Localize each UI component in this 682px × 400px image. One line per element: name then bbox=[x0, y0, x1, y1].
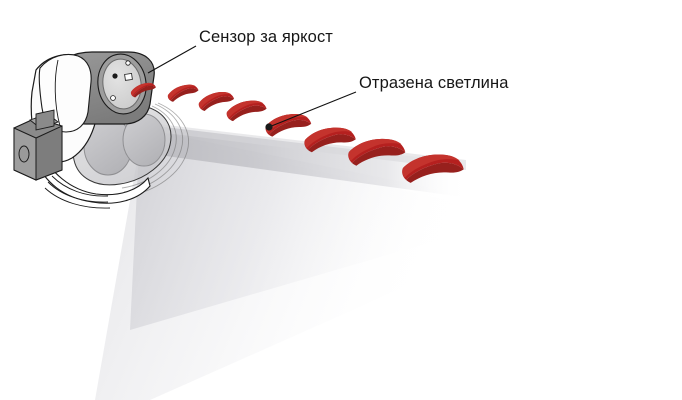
light-beam bbox=[95, 122, 470, 400]
leader-lines bbox=[147, 45, 357, 131]
connector-plug bbox=[13, 113, 63, 181]
leader-line-sensor bbox=[147, 45, 197, 74]
lower-contour-lines bbox=[44, 175, 111, 209]
leader-dot-reflected bbox=[265, 123, 273, 131]
arrow-crescent-3 bbox=[197, 89, 236, 112]
beam-edge-highlight bbox=[141, 122, 466, 170]
sensor-marker-lower-left bbox=[110, 95, 116, 101]
arrow-crescent-4 bbox=[224, 97, 268, 123]
connector-port-oval bbox=[18, 145, 30, 163]
leader-line-reflected bbox=[268, 91, 357, 128]
sensor-marker-upper bbox=[125, 60, 131, 66]
label-brightness-sensor: Сензор за яркост bbox=[199, 28, 333, 46]
sensor-marker-square bbox=[124, 73, 133, 81]
headlight-assembly bbox=[13, 51, 189, 209]
sensor-markers bbox=[110, 60, 133, 101]
connector-right-face bbox=[35, 125, 63, 181]
beam-upper-band bbox=[137, 124, 470, 198]
headlight-lower-skirt bbox=[35, 148, 151, 204]
connector-stalk bbox=[35, 109, 55, 131]
neck-panel-crease bbox=[54, 59, 61, 127]
sensor-marker-dot bbox=[112, 73, 118, 79]
label-reflected-light: Отразена светлина bbox=[359, 74, 509, 92]
arrow-crescent-2 bbox=[166, 82, 200, 103]
